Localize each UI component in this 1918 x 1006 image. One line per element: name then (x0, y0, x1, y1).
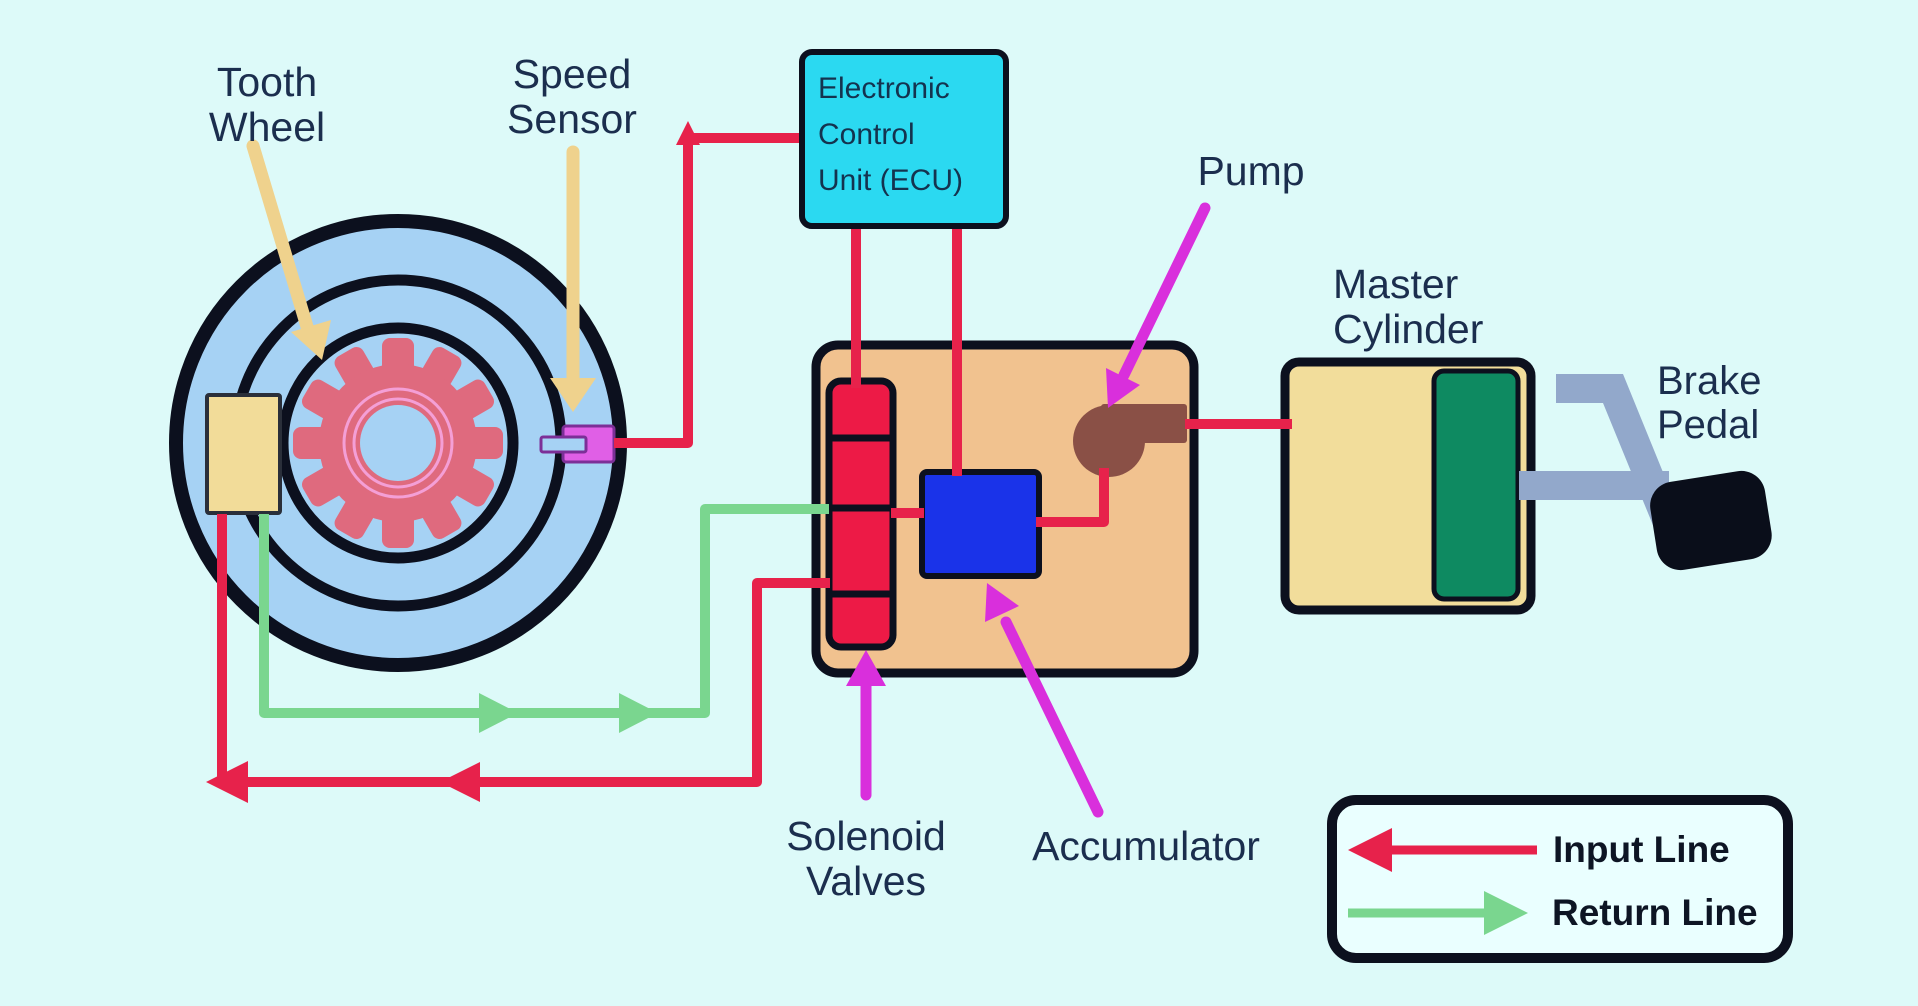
accumulator-box (919, 469, 1042, 579)
return-line (259, 504, 829, 733)
pointer-arrows-magenta (846, 202, 1211, 818)
speed-sensor (539, 424, 616, 464)
gear-ring-outer (342, 387, 454, 499)
accumulator-to-pump-line (1036, 468, 1109, 527)
brake-pedal-label-line1: Brake (1657, 359, 1762, 403)
tooth-wheel-pointer-arrow (246, 139, 315, 337)
pointer-arrows-tan (246, 139, 596, 412)
master-cylinder (1280, 357, 1536, 615)
brake-caliper (205, 393, 282, 515)
speed-sensor-label-line1: Speed (512, 51, 632, 97)
input-corner-arrowhead (206, 761, 248, 803)
sensor-signal-line (614, 133, 800, 448)
master-cylinder-piston (1431, 368, 1521, 602)
master-cylinder-label-line1: Master (1333, 261, 1459, 307)
accumulator-pointer-arrow (1000, 616, 1104, 818)
brake-pedal (1519, 374, 1772, 571)
tooth-wheel-gear (293, 338, 503, 548)
solenoid-valves-stack (825, 377, 897, 651)
input-line-arrowheads (206, 121, 700, 803)
master-cylinder-label: Master Cylinder (1333, 262, 1483, 351)
speed-sensor-tip (539, 435, 588, 454)
solenoid-valves-label: Solenoid Valves (786, 814, 946, 903)
legend-return-line-label: Return Line (1552, 892, 1758, 933)
gear-ring-inner (352, 397, 444, 489)
input-line-to-caliper (228, 578, 830, 787)
return-mid-arrowhead-2 (619, 693, 658, 733)
tooth-wheel-label-line2: Wheel (208, 103, 326, 150)
tooth-wheel-label: Tooth Wheel (209, 60, 325, 149)
ecu-label-line1: Electronic (818, 72, 950, 105)
brake-pedal-label-line2: Pedal (1657, 402, 1760, 447)
pump-label: Pump (1197, 148, 1305, 194)
pump-pointer-arrow (1118, 202, 1211, 381)
ecu-label-line2: Control (818, 118, 915, 151)
gear-center-hole (360, 405, 436, 481)
accumulator-label: Accumulator (1032, 823, 1260, 869)
speed-sensor-label: Speed Sensor (507, 52, 637, 141)
brake-pedal-label: Brake Pedal (1657, 359, 1762, 447)
input-lines (217, 133, 1292, 787)
master-cylinder-label-line2: Cylinder (1333, 305, 1484, 352)
ecu-label-line3: Unit (ECU) (818, 164, 964, 197)
legend-input-line-label: Input Line (1553, 829, 1730, 870)
solenoid-valves-label-line2: Valves (805, 857, 927, 904)
wheel-ring-inner (277, 322, 519, 564)
ecu-box (799, 49, 1009, 229)
pump (1073, 404, 1187, 477)
tooth-wheel-label-line1: Tooth (216, 59, 318, 105)
speed-sensor-label-line2: Sensor (507, 95, 637, 142)
legend-box (1327, 795, 1793, 963)
return-mid-arrowhead-1 (479, 693, 518, 733)
sensor-line-arrowhead (676, 121, 700, 145)
ecu-label: Electronic Control Unit (ECU) (818, 66, 963, 204)
brake-pedal-pad (1650, 470, 1772, 571)
solenoid-valves-label-line1: Solenoid (786, 813, 946, 859)
input-mid-arrowhead (440, 762, 480, 802)
